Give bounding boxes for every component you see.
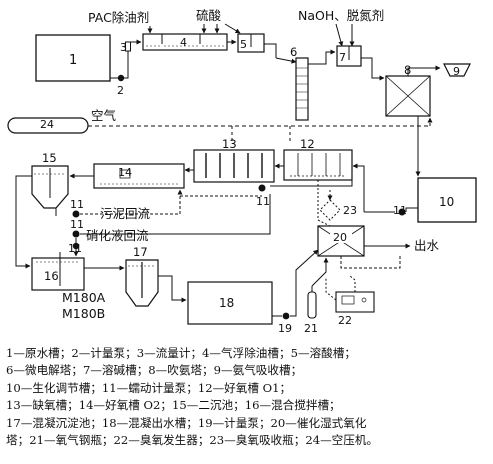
pump-11-a-label: 11 [256, 195, 270, 208]
pump-11-b-label: 11 [70, 198, 84, 211]
tank-15-label: 15 [42, 151, 57, 165]
legend-line-6: 塔；21—氧气钢瓶；22—臭氧发生器；23—臭氧吸收瓶；24—空压机。 [6, 433, 379, 448]
legend-line-4: 13—缺氧槽；14—好氧槽 O2；15—二沉池；16—混合搅拌槽； [6, 398, 341, 413]
legend-line-5: 17—混凝沉淀池；18—混凝出水槽；19—计量泵；20—催化湿式氧化 [6, 415, 367, 430]
biochemical-regulating-tank [417, 177, 477, 223]
coagulation-effluent-tank [187, 281, 273, 325]
cylinder-21-label: 21 [304, 322, 318, 335]
compressor-24-label: 24 [40, 118, 54, 131]
legend-line-1: 1—原水槽；2—计量泵；3—流量计；4—气浮除油槽；5—溶酸槽； [6, 346, 356, 360]
acid-label: 硫酸 [196, 8, 222, 23]
metering-pump-2 [117, 74, 125, 82]
peristaltic-pump-11-b [72, 210, 80, 218]
tank-1-label: 1 [69, 53, 77, 68]
tank-17-label: 17 [133, 245, 148, 259]
pump-19-label: 19 [278, 322, 292, 335]
naoh-label: NaOH、脱氮剂 [298, 8, 384, 23]
process-flow-diagram: PAC除油剂 硫酸 NaOH、脱氮剂 1 2 3 4 5 6 [7, 8, 477, 335]
tank-4-label: 4 [180, 36, 187, 49]
peristaltic-pump-11-c [72, 230, 80, 238]
micro-electrolysis-tower [295, 57, 309, 121]
coagulation-sedimentation-tank [125, 259, 159, 307]
mixing-tank [31, 257, 85, 291]
pump-11-c-label: 11 [70, 218, 84, 231]
peristaltic-pump-11-d [72, 242, 80, 250]
legend-line-2: 6—微电解塔；7—溶碱槽；8—吹氨塔；9—氨气吸收槽； [6, 363, 303, 378]
nitrate-return-label: 硝化液回流 [86, 228, 149, 243]
tank-16-label: 16 [44, 269, 59, 283]
air-label: 空气 [91, 108, 117, 123]
tank-10-label: 10 [439, 195, 454, 209]
equipment-legend: 1—原水槽；2—计量泵；3—流量计；4—气浮除油槽；5—溶酸槽； 6—微电解塔；… [6, 345, 487, 449]
peristaltic-pump-11-e [398, 208, 406, 216]
pump-2-label: 2 [117, 84, 124, 97]
ozone-absorption-bottle [319, 199, 341, 221]
tank-9-label: 9 [453, 65, 460, 78]
tank-18-label: 18 [219, 296, 234, 310]
tower-6-label: 6 [290, 45, 297, 59]
dosing-lines [147, 23, 355, 47]
ammonia-absorption-tank [443, 63, 471, 77]
effluent-label: 出水 [414, 238, 440, 253]
pac-label: PAC除油剂 [88, 10, 149, 25]
flowmeter-3-label: 3 [120, 41, 127, 54]
tank-12-label: 12 [300, 137, 315, 151]
metering-pump-19 [282, 312, 290, 320]
aerobic-tank-o2 [93, 163, 185, 189]
legend-line-3: 10—生化调节槽；11—蠕动计量泵；12—好氧槽 O1； [6, 380, 292, 395]
anoxic-tank [193, 149, 275, 183]
generator-22-label: 22 [338, 314, 352, 327]
m180b-label: M180B [62, 306, 105, 321]
oxygen-cylinder [307, 291, 317, 319]
bottle-23-label: 23 [343, 204, 357, 217]
tank-5-label: 5 [240, 38, 247, 51]
m180a-label: M180A [62, 290, 106, 305]
tank-14-label: 14 [118, 166, 132, 179]
tank-13-label: 13 [222, 137, 237, 151]
aerobic-tank-o1 [283, 149, 353, 181]
pump-11-d-label: 11 [68, 242, 82, 255]
peristaltic-pump-11-a [258, 184, 266, 192]
tank-7-label: 7 [339, 51, 346, 64]
sludge-return-line [80, 189, 183, 215]
pump-11-e-label: 11 [393, 204, 407, 217]
tower-20-label: 20 [333, 231, 347, 244]
raw-water-tank [35, 34, 111, 82]
nitrate-return-line [80, 194, 271, 235]
